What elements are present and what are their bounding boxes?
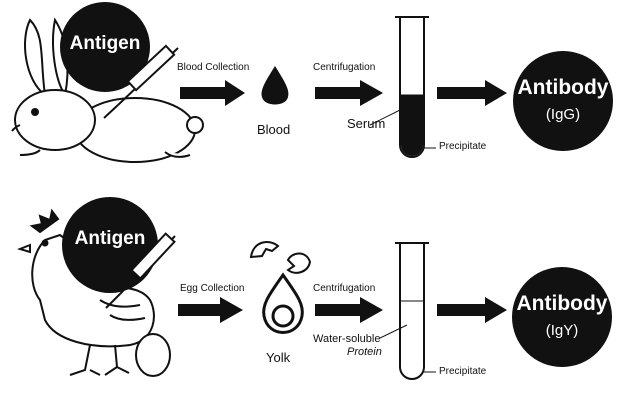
water-soluble-label: Water-soluble [313, 333, 380, 345]
eggshell-icon [251, 242, 310, 273]
centrifugation-label-top: Centrifugation [313, 62, 375, 73]
arrow-centrifugation-bottom [315, 297, 383, 323]
arrow-egg-collection [178, 297, 243, 323]
arrow-to-antibody-bottom [437, 297, 507, 323]
blood-label: Blood [257, 122, 290, 137]
egg-collection-label: Egg Collection [180, 283, 244, 294]
precipitate-label-bottom: Precipitate [439, 366, 486, 377]
arrow-blood-collection [180, 80, 245, 106]
protein-label: Protein [347, 346, 382, 358]
antibody-label-bottom: Antibody [512, 292, 612, 316]
antigen-label-top: Antigen [62, 33, 148, 55]
yolk-label: Yolk [266, 350, 290, 365]
blood-collection-label: Blood Collection [177, 62, 249, 73]
arrow-centrifugation-top [315, 80, 383, 106]
arrow-to-antibody-top [437, 80, 507, 106]
antibody-label-top: Antibody [513, 76, 613, 100]
centrifugation-label-bottom: Centrifugation [313, 283, 375, 294]
blood-drop-icon [262, 66, 289, 105]
antibody-type-bottom: (IgY) [512, 322, 612, 339]
egg-icon [136, 334, 170, 376]
test-tube-top [370, 17, 436, 157]
antibody-type-top: (IgG) [513, 106, 613, 123]
antigen-label-bottom: Antigen [66, 228, 154, 250]
yolk-drop-icon [264, 275, 303, 333]
serum-label: Serum [347, 116, 385, 131]
antibody-circle-top [513, 51, 613, 151]
antibody-circle-bottom [512, 267, 612, 367]
precipitate-label-top: Precipitate [439, 141, 486, 152]
test-tube-bottom [380, 243, 436, 379]
